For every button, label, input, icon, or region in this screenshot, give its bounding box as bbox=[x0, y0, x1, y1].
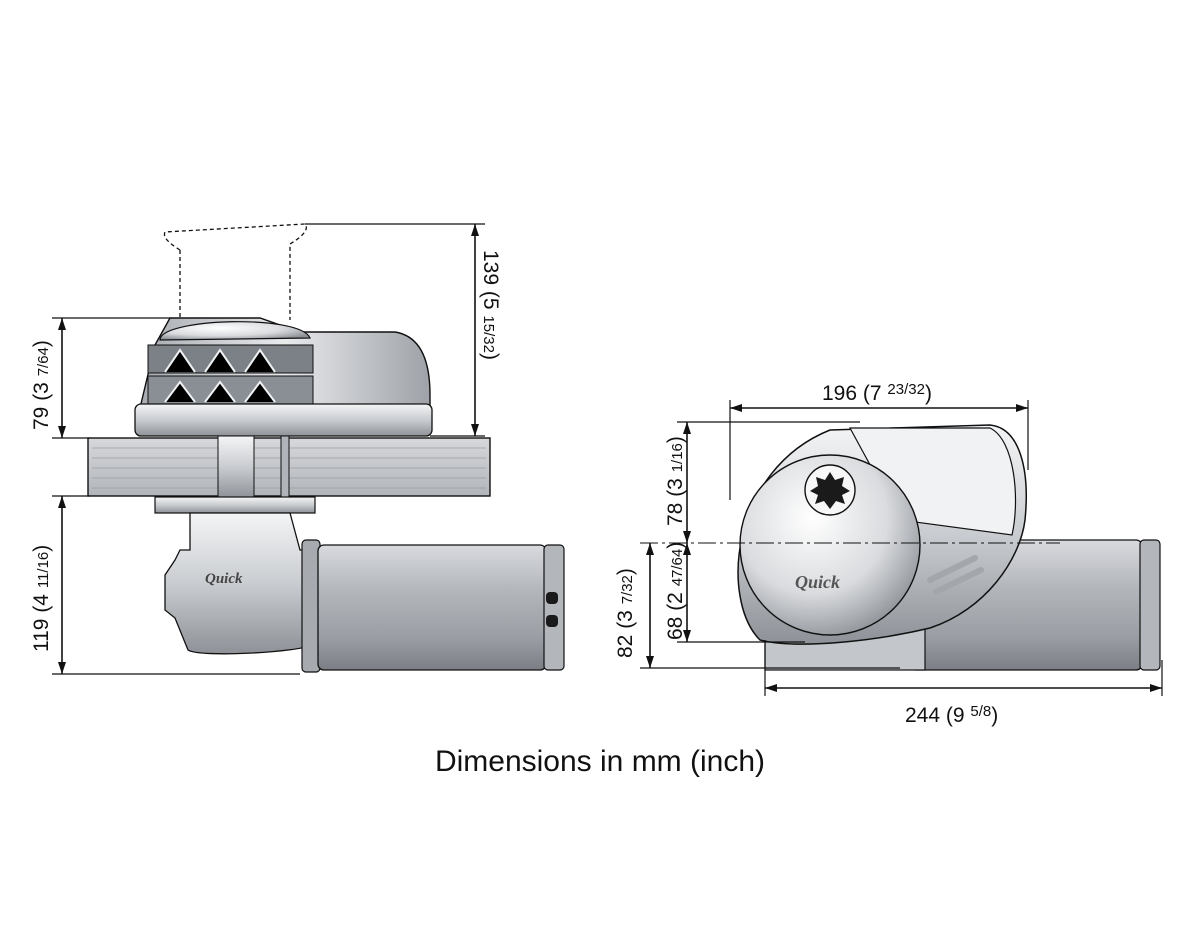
gypsy-teeth bbox=[164, 348, 276, 403]
dim-left-lower-height: 119 (4 11/16) bbox=[30, 545, 53, 652]
spline-shaft bbox=[810, 472, 850, 509]
caption: Dimensions in mm (inch) bbox=[434, 745, 766, 778]
dome-cap bbox=[159, 321, 311, 341]
left-dimension-lines bbox=[52, 223, 485, 675]
base-flange bbox=[134, 403, 433, 437]
under-deck-plate bbox=[154, 496, 316, 514]
top-brand-label: Quick bbox=[795, 572, 840, 592]
motor-body bbox=[317, 544, 547, 671]
top-motor-end-cap bbox=[1139, 539, 1161, 671]
dim-right-bottom-width: 244 (9 5/8) bbox=[905, 703, 998, 727]
vent-slots bbox=[927, 555, 984, 595]
motor-terminal-lower bbox=[546, 615, 558, 627]
motor-terminal-upper bbox=[546, 592, 558, 604]
motor-flange bbox=[301, 539, 321, 673]
drive-shaft bbox=[217, 435, 255, 499]
gearbox-brand-label: Quick bbox=[205, 571, 243, 587]
top-view: Quick bbox=[614, 381, 1163, 727]
dim-left-upper-height: 79 (3 7/64) bbox=[30, 340, 53, 430]
motor-end-cap bbox=[543, 544, 565, 671]
right-dimension-lines bbox=[640, 400, 1163, 696]
side-view: Quick 139 (5 15/32) bbox=[30, 223, 565, 675]
dim-right-mid-height: 68 (2 47/64) bbox=[664, 542, 687, 640]
dim-right-top-width: 196 (7 23/32) bbox=[822, 381, 932, 405]
warping-drum-outline bbox=[163, 223, 307, 320]
dim-right-lower-height: 82 (3 7/32) bbox=[614, 568, 637, 658]
dim-right-upper-height: 78 (3 1/16) bbox=[664, 436, 687, 526]
top-hood-cover bbox=[848, 427, 1017, 536]
dim-left-top-height: 139 (5 15/32) bbox=[479, 250, 502, 360]
top-gypsy-dome bbox=[739, 454, 921, 636]
